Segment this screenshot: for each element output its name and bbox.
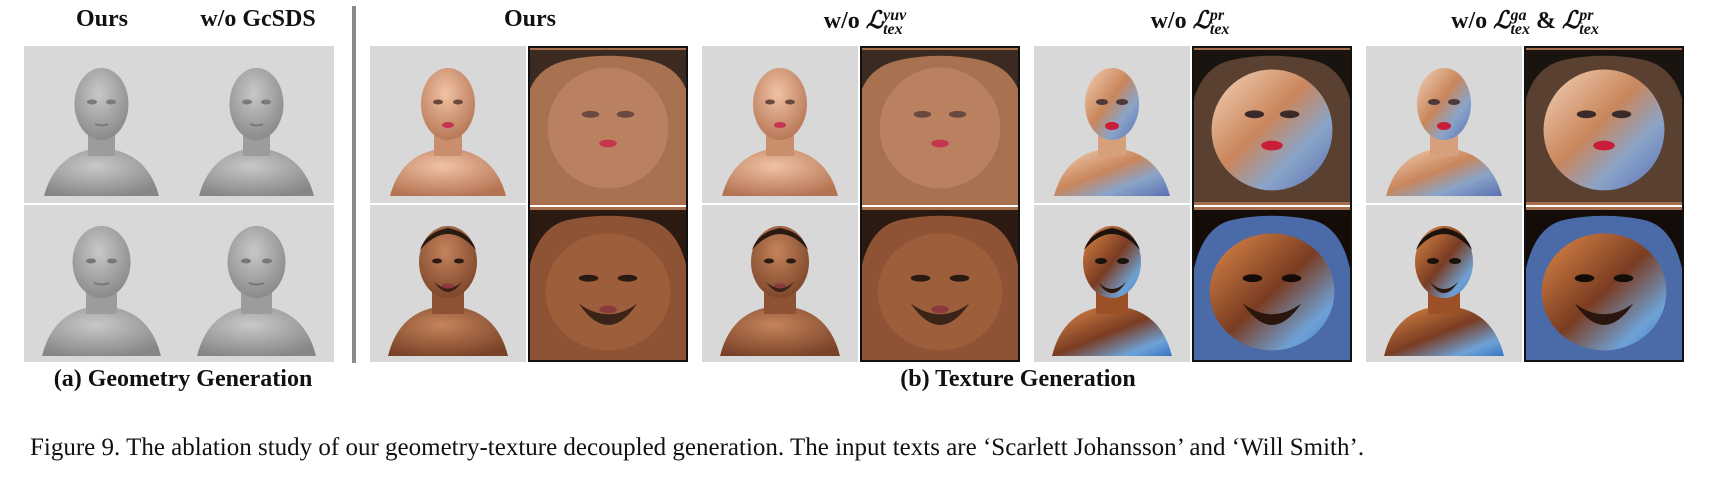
texture-without-pr-male-uv-map	[1194, 208, 1350, 360]
texture-ours-male-uv-map	[530, 208, 686, 360]
texture-without-ga-pr-male-uv-map	[1526, 208, 1682, 360]
texture-ours-render-column	[370, 46, 526, 362]
texture-without-pr-male-render	[1034, 206, 1190, 362]
geometry-without-gcsds-male-render	[179, 206, 334, 362]
subcaption-geometry: (a) Geometry Generation	[53, 366, 313, 392]
texture-without-yuv-male-render	[702, 206, 858, 362]
texture-without-ga-pr-render-column	[1366, 46, 1522, 362]
header-geometry-without-gcsds: w/o GcSDS	[200, 6, 316, 32]
header-texture-ours: Ours	[503, 6, 557, 32]
texture-without-yuv-female-render	[702, 46, 858, 202]
texture-ours-male-render	[370, 206, 526, 362]
geometry-without-gcsds-female-render	[179, 46, 334, 202]
geometry-ours-female-render	[24, 46, 179, 202]
panel-divider	[352, 6, 356, 363]
subcaption-texture: (b) Texture Generation	[900, 366, 1136, 392]
texture-without-ga-pr-uv-column	[1524, 46, 1684, 362]
texture-without-pr-female-uv-map	[1194, 48, 1350, 204]
texture-without-yuv-female-uv-map	[862, 48, 1018, 204]
header-geometry-ours: Ours	[75, 6, 129, 32]
texture-without-ga-pr-female-uv-map	[1526, 48, 1682, 204]
geometry-image-grid	[24, 46, 334, 362]
texture-without-ga-pr-male-render	[1366, 206, 1522, 362]
texture-ours-female-render	[370, 46, 526, 202]
texture-without-yuv-render-column	[702, 46, 858, 362]
texture-without-pr-render-column	[1034, 46, 1190, 362]
texture-without-yuv-male-uv-map	[862, 208, 1018, 360]
texture-without-yuv-uv-column	[860, 46, 1020, 362]
texture-without-ga-pr-female-render	[1366, 46, 1522, 202]
texture-without-pr-female-render	[1034, 46, 1190, 202]
texture-without-pr-uv-column	[1192, 46, 1352, 362]
figure-caption: Figure 9. The ablation study of our geom…	[30, 434, 1365, 461]
geometry-ours-male-render	[24, 206, 179, 362]
texture-ours-uv-column	[528, 46, 688, 362]
texture-ours-female-uv-map	[530, 48, 686, 204]
